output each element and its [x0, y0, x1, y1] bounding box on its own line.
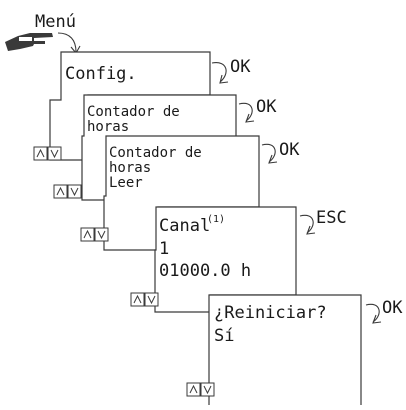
menu-label: Menú: [35, 12, 76, 32]
pointing-hand-icon: [5, 33, 53, 51]
up-down-buttons[interactable]: [80, 227, 109, 242]
up-down-buttons[interactable]: [130, 292, 159, 307]
screen-line: Contador de: [109, 145, 202, 161]
screen-line: ¿Reiniciar?: [214, 303, 327, 323]
screen-reiniciar: ¿Reiniciar? Sí OK: [130, 292, 403, 405]
screen-line: horas: [87, 119, 129, 135]
screen-line: Config.: [65, 64, 137, 84]
curved-arrow-icon: [57, 32, 81, 54]
screen-contador-horas-leer: Contador de horas Leer OK: [53, 135, 300, 251]
action-label: OK: [382, 298, 403, 318]
curved-arrow-icon: [261, 143, 278, 164]
superscript-note: (1): [207, 214, 225, 225]
action-label: OK: [230, 57, 251, 77]
action-label: OK: [279, 140, 300, 160]
screen-line: Sí: [214, 326, 234, 346]
up-down-buttons[interactable]: [186, 382, 215, 397]
screen-line: Canal: [159, 216, 210, 236]
curved-arrow-icon: [299, 214, 316, 235]
up-down-buttons[interactable]: [53, 184, 82, 199]
screen-line: Leer: [109, 175, 143, 191]
screen-canal: Canal (1) 1 01000.0 h ESC: [80, 206, 347, 313]
curved-arrow-icon: [365, 303, 382, 324]
curved-arrow-icon: [211, 62, 229, 84]
action-label: OK: [256, 97, 277, 117]
screen-line: 1: [159, 239, 169, 259]
screen-line: Contador de: [87, 104, 180, 120]
up-down-buttons[interactable]: [33, 146, 62, 161]
screen-contador-horas: Contador de horas OK: [33, 94, 277, 201]
curved-arrow-icon: [238, 102, 255, 123]
screen-line: horas: [109, 160, 151, 176]
screen-line: 01000.0 h: [159, 261, 251, 281]
action-label: ESC: [316, 208, 347, 228]
